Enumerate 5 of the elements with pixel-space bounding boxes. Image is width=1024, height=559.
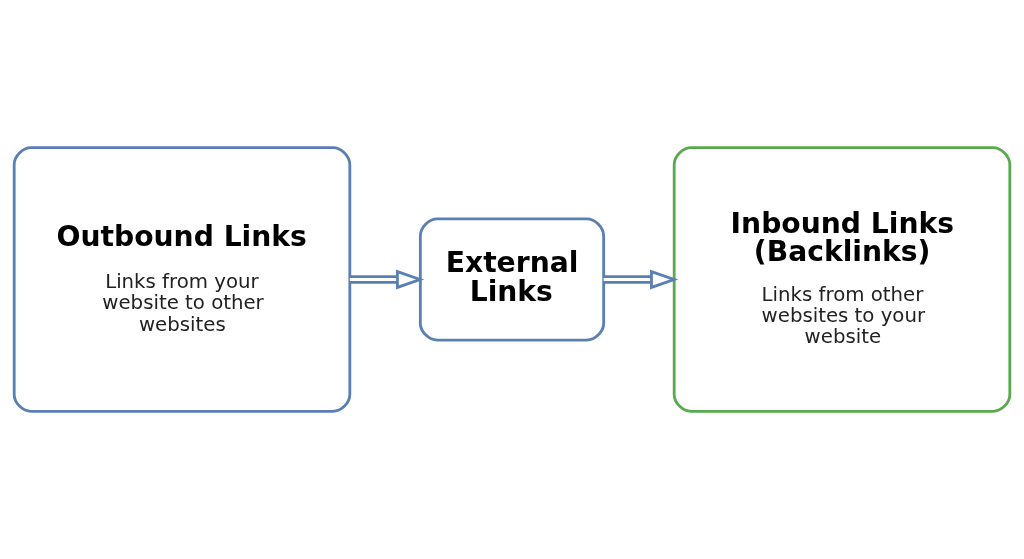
node-box: Inbound Links (Backlinks) Links from other websites to your website xyxy=(672,146,1012,413)
arrow xyxy=(349,269,425,290)
arrow xyxy=(603,269,679,290)
node-box: External Links xyxy=(418,217,606,342)
node-box: Outbound Links Links from your website to other websites xyxy=(12,146,352,413)
